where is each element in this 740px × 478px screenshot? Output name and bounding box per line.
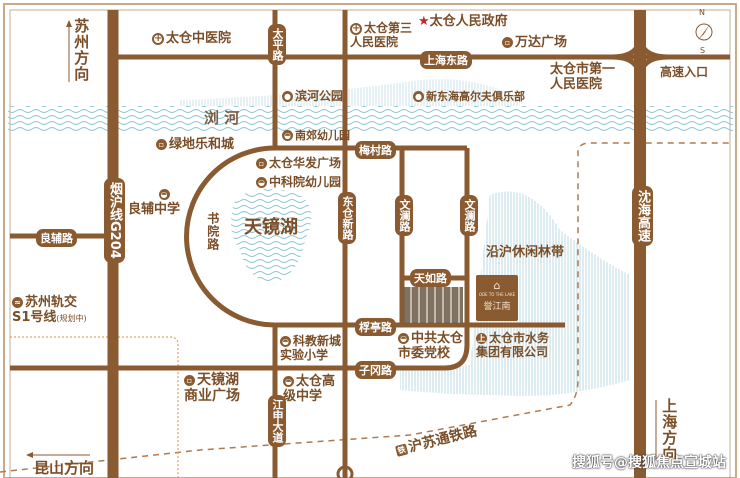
liuhe-label: 浏 河 xyxy=(204,109,240,127)
metro-note: (规划中) xyxy=(56,313,87,323)
poi-party-school[interactable]: ◒中共太仓 市委党校 xyxy=(398,331,464,362)
poi-text: 中共太仓 市委党校 xyxy=(398,331,464,361)
shanghai-direction: 上海方向 xyxy=(660,398,679,462)
poi-golf[interactable]: ●新东海高尔夫俱乐部 xyxy=(413,90,525,104)
poi-text: 科教新城 实验小学 xyxy=(280,334,342,362)
poi-text: 滨河公园 xyxy=(295,89,344,103)
poi-liangfu-school[interactable]: ◒良辅中学 xyxy=(128,188,180,218)
poi-text: 太仓华发广场 xyxy=(269,156,342,170)
poi-kejiao-school[interactable]: ◒科教新城 实验小学 xyxy=(280,334,342,363)
poi-text: 良辅中学 xyxy=(128,201,181,217)
shenhai-label: 沈海高速 xyxy=(632,186,653,246)
poi-first-hospital[interactable]: 太仓市第一 人民医院 xyxy=(550,62,616,92)
road-zigang xyxy=(10,148,470,371)
golf-area xyxy=(180,79,520,106)
school-icon: ◒ xyxy=(256,177,267,188)
golf-icon: ● xyxy=(413,91,424,102)
g204-text: G204 xyxy=(107,221,122,259)
poi-text: 苏州轨交 S1号线 xyxy=(12,295,78,325)
project-name: 誉江南 xyxy=(483,302,511,312)
poi-text: 天镜湖 商业广场 xyxy=(184,372,240,405)
poi-binhe-park[interactable]: ●滨河公园 xyxy=(282,89,344,104)
metro-line xyxy=(10,336,179,478)
liangfu-road-label: 良辅路 xyxy=(36,229,77,247)
wenlan-right-label: 文澜路 xyxy=(460,195,478,236)
poi-text: 新东海高尔夫俱乐部 xyxy=(426,90,525,103)
map-frame xyxy=(3,3,737,478)
poi-text: 太仓市水务 集团有限公司 xyxy=(476,331,550,359)
expressway-entry: 高速入口 xyxy=(660,65,709,79)
logo-emblem-icon: ⌂ xyxy=(493,279,501,292)
poi-zky-kg[interactable]: ◒中科院幼儿园 xyxy=(256,175,342,190)
poi-government[interactable]: ★太仓人民政府 xyxy=(418,14,508,30)
suzhou-direction: 苏州方向 xyxy=(72,18,91,82)
compass-icon xyxy=(695,23,713,41)
interchange xyxy=(611,34,669,81)
poi-nanjiao-kg[interactable]: ◒南郊幼儿园 xyxy=(282,129,350,143)
yanhu-text: 烟沪线 xyxy=(107,182,122,221)
poi-high-school[interactable]: ◒太仓高 级中学 xyxy=(283,374,336,405)
mall-icon: ▫ xyxy=(156,139,167,150)
shuyuan-road-label: 书院路 xyxy=(205,212,220,251)
school-icon: ◒ xyxy=(280,336,291,347)
poi-text: 太仓第三 人民医院 xyxy=(350,21,413,49)
poi-text: 太仓人民政府 xyxy=(429,14,508,29)
kunshan-direction: 昆山方向 xyxy=(34,459,95,477)
star-icon: ★ xyxy=(418,14,430,29)
location-marker xyxy=(336,465,354,478)
school-icon: ◒ xyxy=(398,333,409,344)
project-site-image xyxy=(404,287,463,323)
mall-icon: ▫ xyxy=(502,37,513,48)
yanhu-line-label: 烟沪线G204 xyxy=(104,178,125,263)
poi-tjh-plaza[interactable]: ▫天镜湖 商业广场 xyxy=(184,372,240,404)
poi-text: 万达广场 xyxy=(515,35,568,50)
futing-road-label: 桴亭路 xyxy=(355,318,396,336)
hospital-icon: + xyxy=(350,23,362,35)
poi-text: 太仓中医院 xyxy=(166,31,232,46)
rail-line xyxy=(0,142,730,473)
park-icon: ● xyxy=(282,91,293,102)
poi-huafa[interactable]: ▫太仓华发广场 xyxy=(256,156,342,171)
compass-s: S xyxy=(700,46,706,55)
poi-third-hospital[interactable]: +太仓第三 人民医院 xyxy=(350,21,413,50)
mall-icon: ▫ xyxy=(184,375,195,386)
metro-icon: ≈ xyxy=(12,297,23,308)
meicun-road-label: 梅村路 xyxy=(355,141,396,159)
shanghai-east-road-label: 上海东路 xyxy=(420,51,472,69)
hospital-icon: + xyxy=(152,33,164,45)
tianjinghu-lake xyxy=(231,188,312,285)
poi-water-group[interactable]: 上太仓市水务 集团有限公司 xyxy=(476,331,550,360)
poi-wanda[interactable]: ▫万达广场 xyxy=(502,35,568,51)
jiangshen-road-label: 江申大道 xyxy=(268,395,286,447)
poi-text: 绿地乐和城 xyxy=(169,137,235,152)
poi-text: 中科院幼儿园 xyxy=(269,175,342,189)
school-icon: ◒ xyxy=(282,130,293,141)
poi-forest[interactable]: 沿沪休闲林带 xyxy=(486,245,565,260)
compass-n: N xyxy=(699,8,705,17)
tianjinghu-label: 天镜湖 xyxy=(244,217,298,238)
poi-metro[interactable]: ≈苏州轨交 S1号线(规划中) xyxy=(12,295,87,326)
watermark: 搜狐号@搜狐焦点宣城站 xyxy=(572,455,726,471)
taiping-road-label: 太平路 xyxy=(268,24,286,65)
zigang-road-label: 子冈路 xyxy=(355,361,396,379)
road-shuyuan-arc xyxy=(184,145,565,328)
school-icon: ◒ xyxy=(283,376,294,387)
rail-icon: 铁 xyxy=(395,443,409,457)
poi-text: 南郊幼儿园 xyxy=(295,129,350,142)
poi-tcm-hospital[interactable]: +太仓中医院 xyxy=(152,31,232,47)
poi-lvdi[interactable]: ▫绿地乐和城 xyxy=(156,137,235,153)
dongcang-road-label: 东仓新路 xyxy=(338,192,356,244)
project-tagline: ODE TO THE LAKE xyxy=(478,292,516,297)
school-icon: ◒ xyxy=(158,189,170,200)
poi-text: 太仓高 级中学 xyxy=(283,374,336,404)
wenlan-left-label: 文澜路 xyxy=(395,195,413,236)
tianru-road-label: 天如路 xyxy=(410,269,451,287)
project-logo[interactable]: ⌂ ODE TO THE LAKE 誉江南 xyxy=(476,275,518,321)
mall-icon: ▫ xyxy=(256,158,267,169)
company-icon: 上 xyxy=(476,333,487,344)
liuhe-river xyxy=(8,106,733,132)
